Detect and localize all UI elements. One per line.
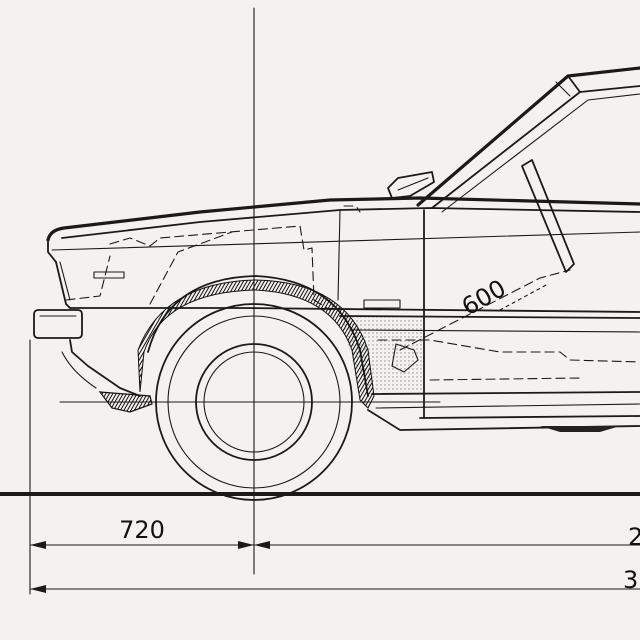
wheelbase-label: 2 xyxy=(628,523,640,551)
side-badge xyxy=(363,299,401,309)
front-wheel xyxy=(59,303,441,501)
dimension-overall-length xyxy=(29,585,640,593)
front-overhang-label: 720 xyxy=(119,516,165,544)
front-fascia xyxy=(33,261,141,397)
side-indicator xyxy=(93,271,125,279)
hidden-outline-lines xyxy=(65,205,640,381)
underbody xyxy=(367,409,640,432)
side-mirror xyxy=(387,171,435,199)
seat-dimension-label: 600 xyxy=(457,274,511,321)
dimension-wheelbase xyxy=(29,541,640,549)
body-side-lines xyxy=(69,307,640,419)
overall-length-label: 3 xyxy=(623,566,638,594)
windshield-and-roof xyxy=(416,66,640,213)
seat-outline xyxy=(391,159,575,373)
